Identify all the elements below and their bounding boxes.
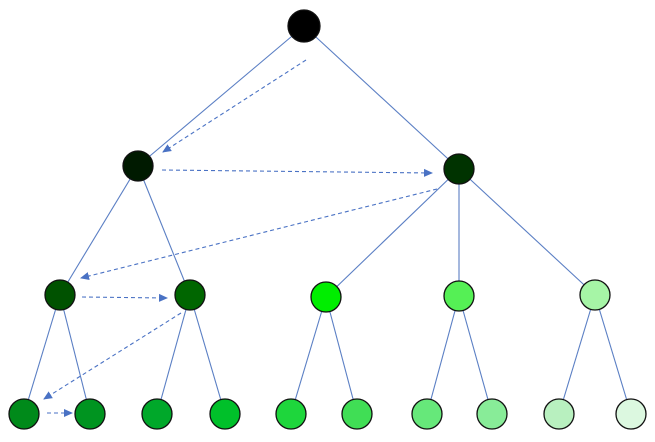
node-a2 xyxy=(174,279,206,311)
edge-a2-l4 xyxy=(189,294,226,415)
traversal-arrow-4 xyxy=(81,293,168,302)
traversal-arrow-1 xyxy=(162,59,307,153)
node-l1 xyxy=(8,398,40,430)
node-a1 xyxy=(44,279,76,311)
edge-b3-l10 xyxy=(594,294,632,415)
traversal-arrow-2 xyxy=(161,168,433,177)
edge-root-a xyxy=(137,25,305,167)
edge-a-a2 xyxy=(137,165,191,296)
node-b3 xyxy=(579,279,611,311)
edge-root-b xyxy=(303,25,460,170)
node-b2 xyxy=(443,280,475,312)
node-l9 xyxy=(543,398,575,430)
node-l8 xyxy=(476,398,508,430)
tree-nodes xyxy=(8,9,647,430)
tree-edges xyxy=(23,25,632,415)
edge-b2-l8 xyxy=(458,295,493,415)
node-b xyxy=(443,153,475,185)
node-l10 xyxy=(615,398,647,430)
node-l6 xyxy=(341,398,373,430)
traversal-arrow-5 xyxy=(43,312,182,400)
edge-a-a1 xyxy=(59,165,139,296)
edge-b1-l5 xyxy=(290,296,327,415)
edge-b-b3 xyxy=(458,168,596,296)
node-a xyxy=(122,150,154,182)
edge-b2-l7 xyxy=(426,295,460,415)
edge-a2-l3 xyxy=(156,294,191,415)
traversal-arrow-3 xyxy=(80,188,438,280)
node-l3 xyxy=(141,398,173,430)
edge-b3-l9 xyxy=(558,294,596,415)
node-l4 xyxy=(209,398,241,430)
node-l7 xyxy=(411,398,443,430)
edge-a1-l1 xyxy=(23,294,61,415)
node-b1 xyxy=(310,281,342,313)
edge-b1-l6 xyxy=(325,296,358,415)
edge-a1-l2 xyxy=(59,294,91,415)
node-l5 xyxy=(275,398,307,430)
node-l2 xyxy=(74,398,106,430)
edge-b-b1 xyxy=(325,168,460,298)
traversal-arrows xyxy=(43,59,438,417)
node-root xyxy=(287,9,321,43)
